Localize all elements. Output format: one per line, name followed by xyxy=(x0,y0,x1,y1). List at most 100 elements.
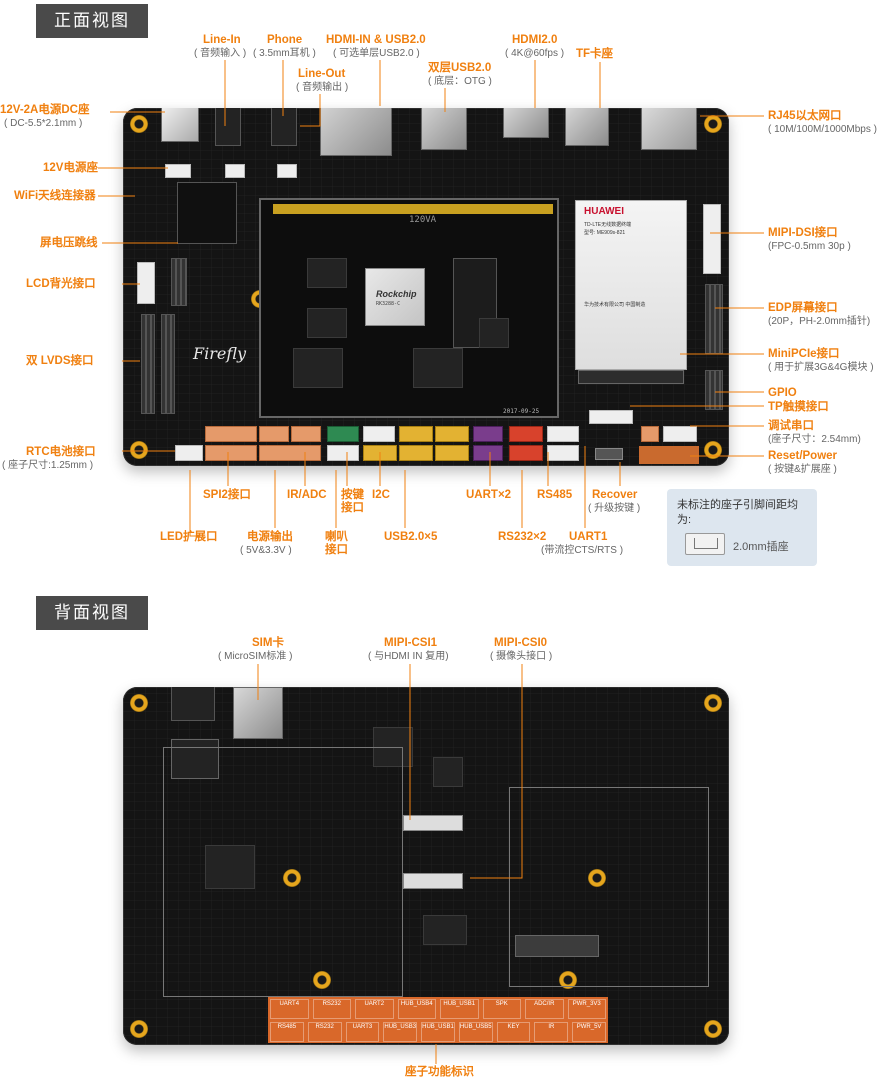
mount-hole xyxy=(130,441,148,459)
usb-connector xyxy=(399,445,433,461)
reset-power-area xyxy=(639,446,699,464)
label-socket-id: 座子功能标识 xyxy=(405,1066,474,1078)
led-ext-connector xyxy=(175,445,203,461)
rj45-port xyxy=(641,108,697,150)
line-out-connector xyxy=(277,164,297,178)
soc-model: RK3288-C xyxy=(376,301,401,307)
line-in-connector xyxy=(225,164,245,178)
label-tp: TP触摸接口 xyxy=(768,401,829,413)
sub-debug: (座子尺寸：2.54mm) xyxy=(768,434,861,445)
dc-jack xyxy=(161,108,199,142)
label-mipi-csi1: MIPI-CSI1 xyxy=(384,637,438,649)
socket-key-label: RS232 xyxy=(307,1022,342,1042)
chip xyxy=(205,845,255,889)
label-mipi-dsi: MIPI-DSI接口 xyxy=(768,227,838,239)
sub-sim: ( MicroSIM标准 ) xyxy=(218,651,293,662)
mount-hole xyxy=(130,1020,148,1038)
speaker-connector xyxy=(327,445,359,461)
label-gpio: GPIO xyxy=(768,387,797,399)
back-view-tab: 背面视图 xyxy=(36,596,148,630)
socket-key-label: PWR_5V xyxy=(572,1022,606,1042)
legend-value: 2.0mm插座 xyxy=(733,541,789,553)
line-in-jack xyxy=(215,108,241,146)
mount-hole xyxy=(704,115,722,133)
sub-dual-usb: ( 底层：OTG ) xyxy=(428,76,492,87)
spi2-connector xyxy=(205,426,257,442)
label-uart1: UART1 xyxy=(569,531,608,543)
label-speaker: 喇叭 接口 xyxy=(325,531,348,556)
label-hdmi-in-usb: HDMI-IN & USB2.0 xyxy=(326,34,426,46)
connector-icon xyxy=(685,533,725,555)
sub-edp: (20P，PH-2.0mm插针) xyxy=(768,316,871,327)
label-minipcie: MiniPCIe接口 xyxy=(768,348,840,360)
sub-uart1: (带流控CTS/RTS ) xyxy=(541,545,624,556)
label-recover: Recover xyxy=(592,489,638,501)
label-lcd-jumper: 屏电压跳线 xyxy=(40,237,98,249)
mount-hole xyxy=(283,869,301,887)
uart-connector xyxy=(473,426,503,442)
uart-connector xyxy=(473,445,503,461)
minipcie-slot xyxy=(578,370,684,384)
socket-key-label: HUB_USB1 xyxy=(421,1022,455,1042)
module-text: 型号: ME909s-821 xyxy=(584,230,626,236)
power-12v-connector xyxy=(165,164,191,178)
sub-rtc: ( 座子尺寸:1.25mm ) xyxy=(2,460,94,471)
soc-logo: Rockchip xyxy=(376,289,417,299)
mount-hole xyxy=(130,115,148,133)
socket-key-label: PWR_3V3 xyxy=(567,999,606,1019)
sub-minipcie: ( 用于扩展3G&4G模块 ) xyxy=(768,362,874,373)
mount-hole xyxy=(704,1020,722,1038)
label-hdmi20: HDMI2.0 xyxy=(512,34,558,46)
label-rs232: RS232×2 xyxy=(498,531,547,543)
pmic-chip xyxy=(479,318,509,348)
silk-outline xyxy=(509,787,709,987)
socket-key-label: HUB_USB4 xyxy=(397,999,436,1019)
mipi-csi0-fpc xyxy=(403,873,463,889)
sub-dc-in: ( DC-5.5*2.1mm ) xyxy=(4,118,83,129)
legend-text: 未标注的座子引脚间距均为: xyxy=(677,499,798,526)
label-debug: 调试串口 xyxy=(768,420,814,432)
label-wifi: WiFi天线连接器 xyxy=(14,190,96,202)
label-lcd-backlight: LCD背光接口 xyxy=(26,278,96,290)
sub-power-out: ( 5V&3.3V ) xyxy=(240,545,292,556)
socket-key-label: RS232 xyxy=(312,999,351,1019)
uart1-connector xyxy=(547,445,579,461)
sub-rj45: ( 10M/100M/1000Mbps ) xyxy=(768,124,877,135)
sub-reset-power: ( 按键&扩展座 ) xyxy=(768,464,837,475)
power-out-connector xyxy=(259,445,321,461)
socket-key-label: UART4 xyxy=(270,999,309,1019)
key-connector xyxy=(327,426,359,442)
usb-connector xyxy=(363,445,397,461)
label-power12v: 12V电源座 xyxy=(43,162,98,174)
sub-phone: ( 3.5mm耳机 ) xyxy=(253,48,316,59)
usb-connector xyxy=(435,426,469,442)
label-rj45: RJ45以太网口 xyxy=(768,110,842,122)
label-rtc: RTC电池接口 xyxy=(26,446,96,458)
ir-adc-connector xyxy=(291,426,321,442)
firefly-logo: Firefly xyxy=(193,344,247,363)
huawei-4g-module: HUAWEI TD-LTE无线数据终端 型号: ME909s-821 华为技术有… xyxy=(575,200,687,370)
so-dimm-edge xyxy=(273,204,553,214)
label-led-ext: LED扩展口 xyxy=(160,531,218,543)
sg24301-chip xyxy=(171,739,219,779)
ram-chip xyxy=(307,258,347,288)
front-board: Firefly 120VA Rockchip RK3288-C 2017-09-… xyxy=(123,108,729,466)
label-dual-usb: 双层USB2.0 xyxy=(428,62,492,74)
recover-button xyxy=(595,448,623,460)
sub-mipi-dsi: (FPC-0.5mm 30p ) xyxy=(768,241,851,252)
socket-key-label: RS485 xyxy=(270,1022,304,1042)
label-tf: TF卡座 xyxy=(576,48,614,60)
socket-key-label: HUB_USB1 xyxy=(440,999,479,1019)
socket-key-label: UART2 xyxy=(355,999,394,1019)
socket-key-label: IR xyxy=(534,1022,569,1042)
socket-key-label: ADC/IR xyxy=(525,999,564,1019)
label-lvds: 双 LVDS接口 xyxy=(26,355,94,367)
mount-hole xyxy=(559,971,577,989)
usb-connector xyxy=(399,426,433,442)
rj45-back xyxy=(171,687,215,721)
phone-jack xyxy=(271,108,297,146)
mount-hole xyxy=(704,441,722,459)
chip xyxy=(423,915,467,945)
lvds-header xyxy=(161,314,175,414)
